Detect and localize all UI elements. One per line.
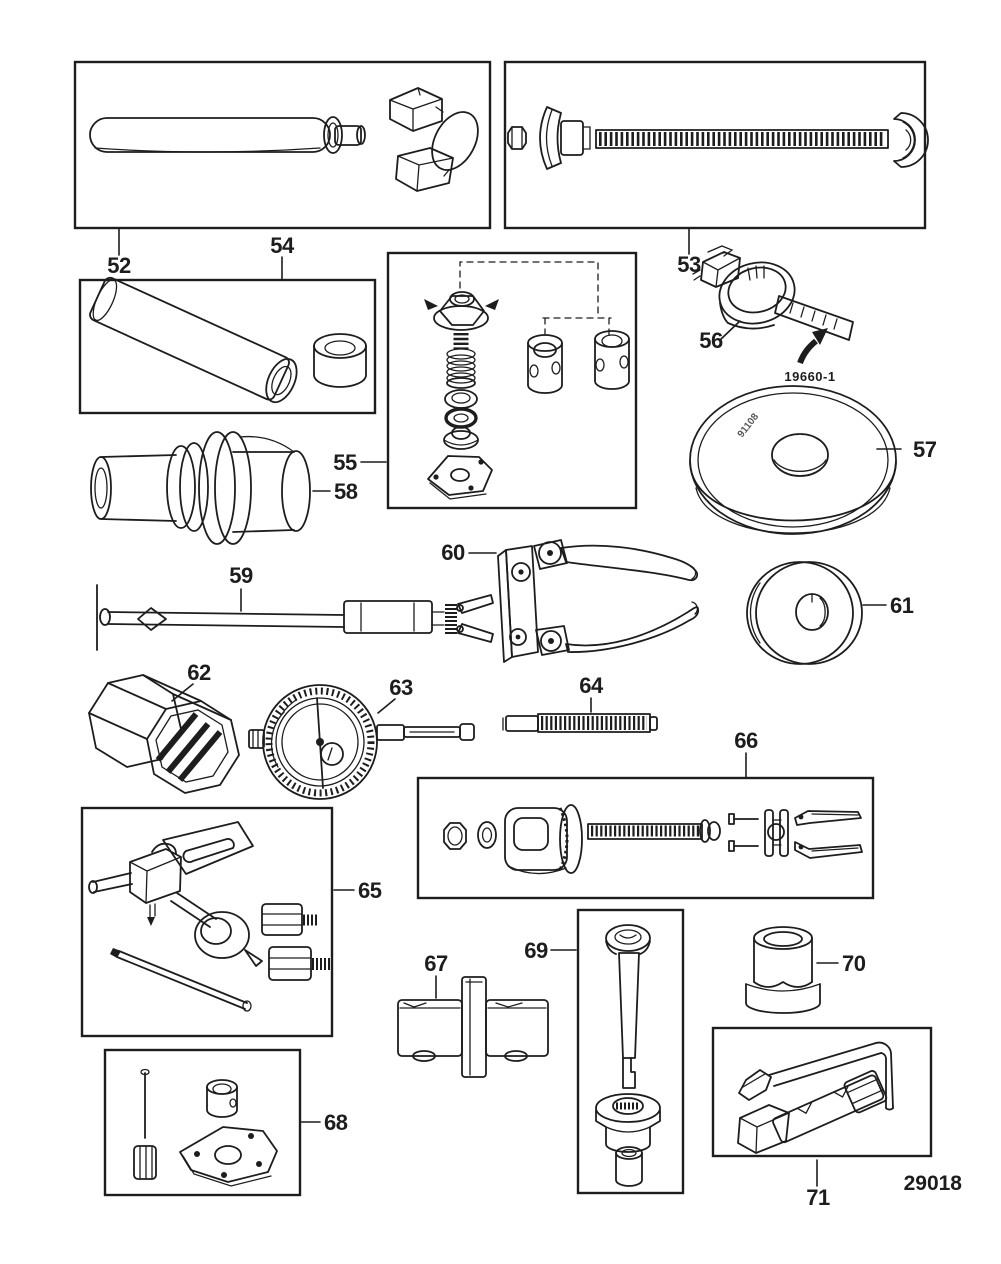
callout-70: 70 (842, 951, 866, 976)
callout-60: 60 (441, 540, 465, 565)
part-70-socket-adapter (745, 926, 821, 1014)
drawing-number: 29018 (904, 1172, 963, 1195)
callout-68: 68 (324, 1110, 348, 1135)
callout-64: 64 (579, 673, 604, 698)
part-67-flanged-spacer (397, 976, 549, 1078)
callout-54: 54 (270, 233, 295, 258)
callout-69: 69 (524, 938, 548, 963)
leader-63 (377, 698, 396, 714)
part-66-puller-yoke-kit (416, 776, 875, 900)
callout-67: 67 (424, 951, 448, 976)
part-65-indicator-bracket-kit (80, 806, 334, 1038)
callout-58: 58 (334, 479, 358, 504)
callout-66: 66 (734, 728, 758, 753)
callout-55: 55 (333, 450, 357, 475)
callout-61: 61 (890, 593, 914, 618)
part-54-sleeve-kit (78, 276, 377, 415)
part-71-driver-wrench-kit (711, 1026, 933, 1158)
part-61-driver-disc (746, 561, 863, 665)
callout-53: 53 (677, 252, 701, 277)
band-part-number: 19660-1 (784, 369, 835, 384)
callout-71: 71 (806, 1185, 830, 1210)
part-64-threaded-stud (502, 713, 658, 733)
callout-59: 59 (229, 563, 253, 588)
part-62-octagonal-socket (88, 674, 240, 794)
callout-63: 63 (389, 675, 413, 700)
part-60-two-jaw-puller (497, 539, 700, 663)
part-57-bearing-driver-cup: 91108 (689, 385, 897, 535)
part-52-drive-rod-kit (73, 60, 492, 230)
leader-62 (171, 683, 194, 702)
part-68-pin-plate-kit (103, 1048, 302, 1197)
part-59-slide-hammer (96, 584, 494, 651)
disc-stamp: 91108 (736, 411, 762, 440)
callout-57: 57 (913, 437, 937, 462)
part-58-stepped-driver (90, 431, 311, 545)
part-55-bolt-spring-plate-kit (386, 251, 638, 510)
part-56-hose-clamp (692, 245, 854, 365)
part-69-pin-cup-kit (576, 908, 685, 1195)
callout-62: 62 (187, 660, 211, 685)
part-53-threaded-rod-kit (503, 60, 929, 230)
part-63-dial-indicator (248, 684, 475, 800)
callout-65: 65 (358, 878, 382, 903)
callout-52: 52 (107, 253, 131, 278)
leader-56 (719, 320, 741, 341)
